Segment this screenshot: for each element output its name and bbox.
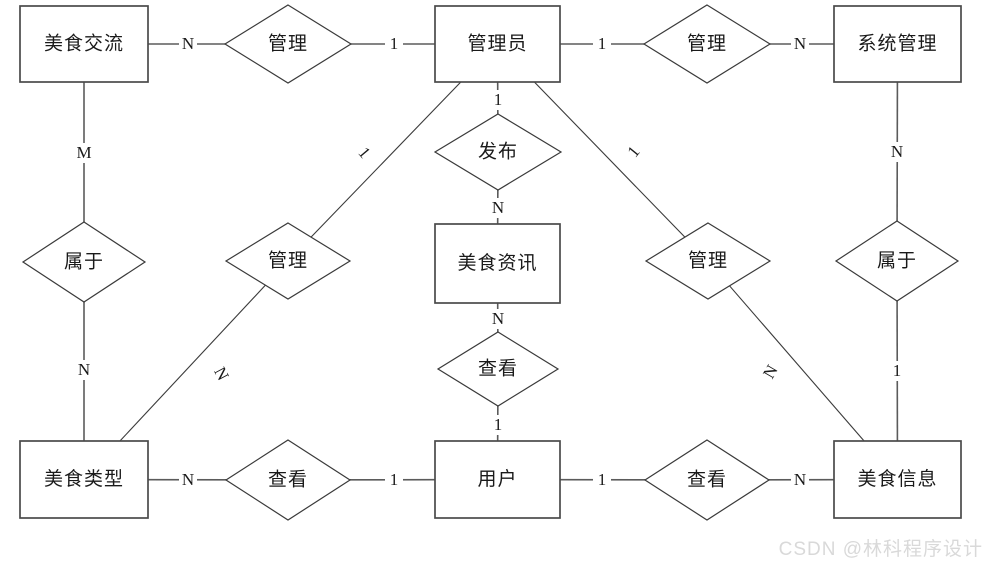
cardinality-backdrop <box>791 34 809 54</box>
relationship-diamond <box>223 4 353 84</box>
cardinality-label: 1 <box>598 34 607 53</box>
watermark-text: CSDN @林科程序设计 <box>778 539 983 560</box>
entity-rect <box>434 5 561 83</box>
cardinality-backdrop <box>757 359 785 385</box>
cardinality-backdrop <box>888 361 906 381</box>
cardinality-label: 1 <box>598 470 607 489</box>
relationship-diamond <box>224 439 352 521</box>
cardinality-backdrop <box>385 34 403 54</box>
entity-label: 美食类型 <box>44 468 124 490</box>
entity-label: 美食信息 <box>857 468 937 490</box>
relationship-node[interactable]: 管理 <box>224 222 352 300</box>
relationship-label: 发布 <box>478 140 518 162</box>
relationship-diamond <box>642 4 772 84</box>
relationship-label: 查看 <box>687 468 727 490</box>
relationship-node[interactable]: 查看 <box>224 439 352 521</box>
cardinality-backdrop <box>179 470 197 490</box>
relationship-node[interactable]: 管理 <box>644 222 772 300</box>
entity-label: 系统管理 <box>857 32 937 54</box>
relationship-node[interactable]: 管理 <box>642 4 772 84</box>
cardinality-label: N <box>492 198 504 217</box>
entity-node[interactable]: 美食类型 <box>19 440 149 519</box>
cardinality-label: 1 <box>893 361 902 380</box>
er-edge <box>533 81 686 238</box>
cardinality-backdrop <box>593 470 611 490</box>
relationship-node[interactable]: 属于 <box>21 221 147 303</box>
cardinality-backdrop <box>888 142 906 162</box>
cardinality-label: 1 <box>390 470 399 489</box>
cardinality-label: N <box>78 360 90 379</box>
relationship-diamond <box>433 113 563 191</box>
relationship-diamond <box>436 331 560 407</box>
relationship-node[interactable]: 管理 <box>223 4 353 84</box>
entity-rect <box>833 440 962 519</box>
cardinality-label: N <box>794 470 806 489</box>
entity-rect <box>434 223 561 304</box>
relationship-label: 查看 <box>268 468 308 490</box>
cardinality-label: N <box>182 470 194 489</box>
cardinality-backdrop <box>620 138 648 166</box>
entity-rect <box>833 5 962 83</box>
entity-node[interactable]: 美食资讯 <box>434 223 561 304</box>
cardinality-backdrop <box>593 34 611 54</box>
relationship-diamond <box>21 221 147 303</box>
cardinality-label: 1 <box>494 90 503 109</box>
entity-rect <box>19 5 149 83</box>
entity-rect <box>19 440 149 519</box>
entity-rect <box>434 440 561 519</box>
er-edge <box>729 285 865 442</box>
cardinality-label: N <box>794 34 806 53</box>
relationship-node[interactable]: 属于 <box>834 220 960 302</box>
cardinality-backdrop <box>179 34 197 54</box>
entity-label: 美食资讯 <box>457 252 537 274</box>
cardinality-label: N <box>182 34 194 53</box>
relationship-node[interactable]: 查看 <box>436 331 560 407</box>
relationship-node[interactable]: 发布 <box>433 113 563 191</box>
entity-node[interactable]: 管理员 <box>434 5 561 83</box>
er-edge <box>119 284 266 442</box>
entity-node[interactable]: 系统管理 <box>833 5 962 83</box>
entity-node[interactable]: 用户 <box>434 440 561 519</box>
cardinality-label: M <box>76 143 91 162</box>
node-layer: 美食交流管理员系统管理美食资讯美食类型用户美食信息管理管理属于属于发布查看查看查… <box>19 4 962 521</box>
entity-node[interactable]: 美食交流 <box>19 5 149 83</box>
relationship-diamond <box>224 222 352 300</box>
relationship-label: 属于 <box>877 250 917 271</box>
cardinality-backdrop <box>385 470 403 490</box>
cardinality-backdrop <box>75 360 93 380</box>
cardinality-backdrop <box>489 309 507 329</box>
cardinality-backdrop <box>489 90 507 110</box>
cardinality-label: N <box>891 142 903 161</box>
cardinality-label: 1 <box>494 415 503 434</box>
relationship-diamond <box>834 220 960 302</box>
cardinality-label: 1 <box>390 34 399 53</box>
relationship-label: 管理 <box>268 32 308 54</box>
cardinality-label: N <box>492 309 504 328</box>
er-edge <box>310 81 462 238</box>
cardinality-backdrop <box>207 361 235 387</box>
relationship-label: 管理 <box>268 249 308 271</box>
relationship-label: 管理 <box>688 249 728 271</box>
entity-node[interactable]: 美食信息 <box>833 440 962 519</box>
cardinality-backdrop <box>791 470 809 490</box>
relationship-diamond <box>644 222 772 300</box>
entity-label: 用户 <box>477 468 517 490</box>
cardinality-backdrop <box>75 143 93 163</box>
relationship-diamond <box>643 439 771 521</box>
cardinality-backdrop <box>489 415 507 435</box>
cardinality-backdrop <box>350 139 378 167</box>
relationship-label: 属于 <box>64 251 104 272</box>
cardinality-backdrop <box>489 198 507 218</box>
relationship-label: 管理 <box>687 32 727 54</box>
entity-label: 管理员 <box>467 32 527 54</box>
relationship-label: 查看 <box>478 357 518 379</box>
entity-label: 美食交流 <box>44 32 124 54</box>
relationship-node[interactable]: 查看 <box>643 439 771 521</box>
